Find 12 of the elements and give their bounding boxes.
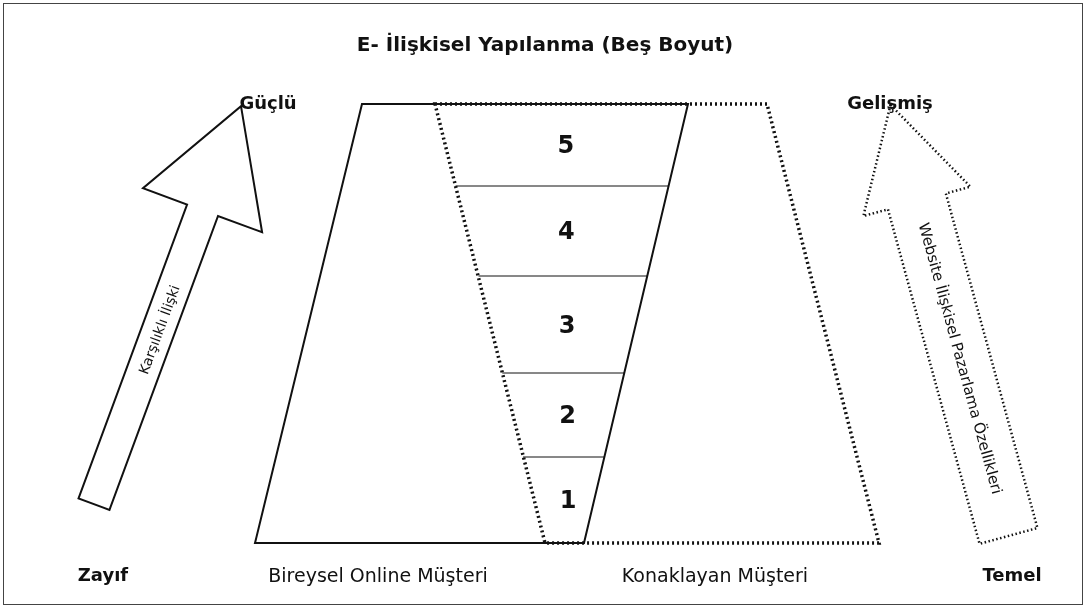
- diagram-title: E- İlişkisel Yapılanma (Beş Boyut): [355, 31, 735, 58]
- trapezoid-label: Konaklayan Müşteri: [621, 564, 809, 586]
- band-number: 4: [558, 217, 575, 245]
- axis-end-label: Temel: [982, 563, 1042, 585]
- band-number: 1: [559, 486, 577, 514]
- axis-end-label: Güçlü: [239, 91, 297, 113]
- trapezoid-label: Bireysel Online Müşteri: [268, 564, 488, 586]
- band-number: 5: [557, 131, 575, 159]
- band-number: 2: [559, 401, 576, 429]
- axis-end-label: Gelişmiş: [847, 91, 933, 113]
- band-number: 3: [558, 310, 576, 339]
- axis-end-label: Zayıf: [77, 563, 129, 585]
